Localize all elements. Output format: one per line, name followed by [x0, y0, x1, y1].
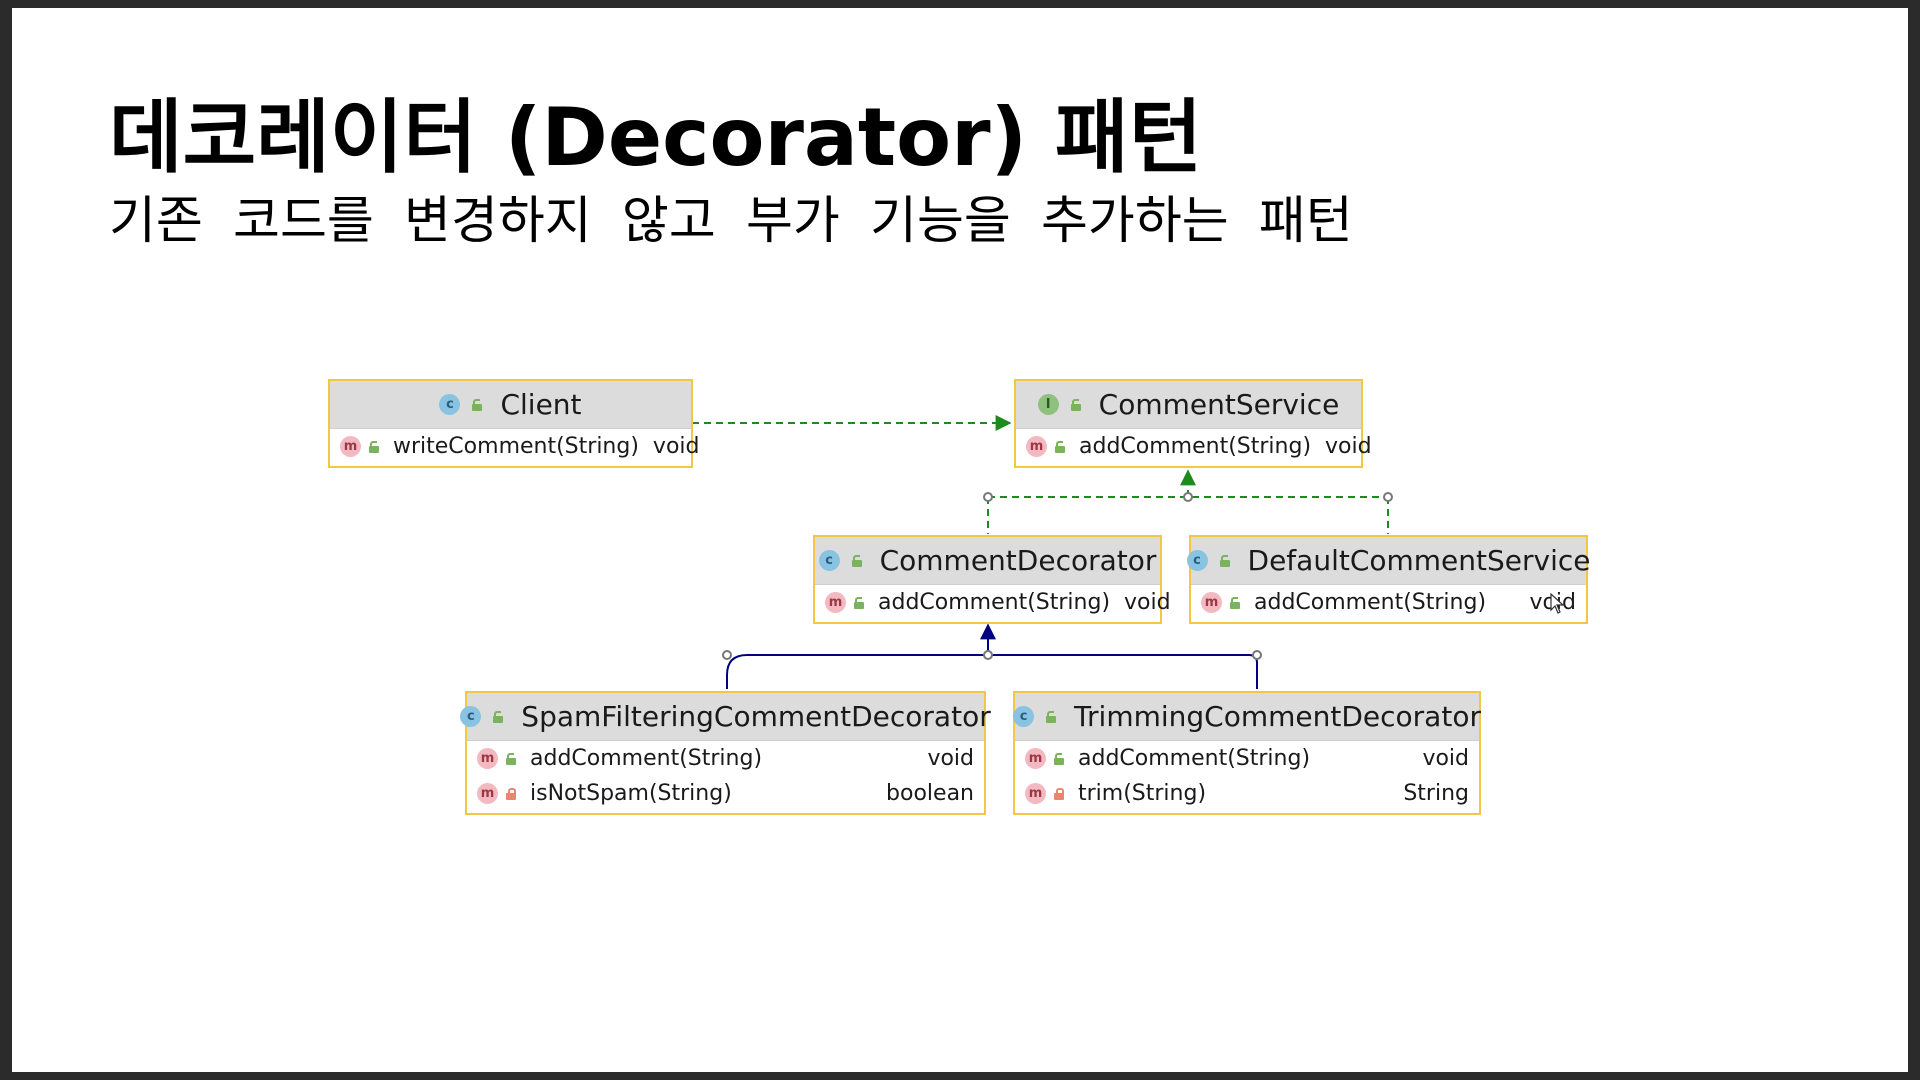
class-name: DefaultCommentService — [1247, 544, 1591, 577]
method-m-icon: m — [1201, 592, 1222, 613]
interface-commentservice: I CommentService m addComment(String) vo… — [1014, 379, 1372, 468]
class-name: SpamFilteringCommentDecorator — [521, 700, 991, 733]
method-row: m writeComment(String) void — [330, 429, 699, 464]
class-name: TrimmingCommentDecorator — [1074, 700, 1481, 733]
method-return-type: void — [1325, 434, 1372, 459]
method-row: m addComment(String) void — [815, 585, 1171, 620]
class-name: Client — [500, 388, 582, 421]
method-row: m trim(String) String — [1015, 776, 1479, 811]
method-row: m isNotSpam(String) boolean — [467, 776, 984, 811]
method-signature: writeComment(String) — [393, 434, 639, 459]
class-client-header: c Client — [330, 381, 691, 429]
method-return-type: void — [1124, 590, 1171, 615]
slide-title: 데코레이터 (Decorator) 패턴 — [109, 91, 1203, 184]
class-spamfiltering-header: c SpamFilteringCommentDecorator — [460, 693, 991, 741]
public-lock-icon — [1046, 710, 1057, 723]
class-c-icon: c — [1186, 550, 1208, 571]
public-lock-icon — [851, 554, 862, 567]
private-lock-icon — [506, 787, 516, 800]
public-lock-icon — [1070, 398, 1081, 411]
method-signature: trim(String) — [1078, 781, 1207, 806]
interface-i-icon: I — [1037, 394, 1059, 415]
public-lock-icon — [1230, 596, 1240, 609]
class-c-icon: c — [818, 550, 840, 571]
method-row: m addComment(String) void — [1015, 741, 1479, 776]
method-row: m addComment(String) void — [467, 741, 984, 776]
method-row: m addComment(String) void — [1016, 429, 1372, 464]
class-defaultcommentservice: c DefaultCommentService m addComment(Str… — [1186, 535, 1591, 624]
class-c-icon: c — [439, 394, 461, 415]
method-return-type: void — [652, 434, 700, 459]
method-return-type: void — [927, 746, 974, 771]
method-m-icon: m — [1025, 783, 1046, 804]
public-lock-icon — [369, 440, 379, 453]
method-signature: addComment(String) — [530, 746, 763, 771]
public-lock-icon — [472, 398, 483, 411]
method-m-icon: m — [340, 436, 361, 457]
class-trimming-header: c TrimmingCommentDecorator — [1013, 693, 1481, 741]
class-c-icon: c — [460, 706, 482, 727]
method-return-type: void — [1422, 746, 1469, 771]
interface-name: CommentService — [1098, 388, 1340, 421]
class-spamfilteringcommentdecorator: c SpamFilteringCommentDecorator m addCom… — [460, 691, 991, 815]
class-commentdecorator-header: c CommentDecorator — [815, 537, 1160, 585]
class-trimmingcommentdecorator: c TrimmingCommentDecorator m addComment(… — [1013, 691, 1481, 815]
realization-connectors — [983, 469, 1393, 534]
mouse-pointer-icon — [1550, 593, 1565, 614]
class-c-icon: c — [1013, 706, 1035, 727]
method-m-icon: m — [1026, 436, 1047, 457]
inheritance-connectors — [722, 623, 1262, 689]
uml-connectors — [692, 415, 1393, 689]
class-commentdecorator: c CommentDecorator m addComment(String) … — [813, 535, 1171, 624]
public-lock-icon — [506, 752, 516, 765]
private-lock-icon — [1054, 787, 1064, 800]
interface-commentservice-header: I CommentService — [1016, 381, 1361, 429]
method-m-icon: m — [477, 748, 498, 769]
method-row: m addComment(String) void — [1191, 585, 1586, 620]
slide-subtitle: 기존 코드를 변경하지 않고 부가 기능을 추가하는 패턴 — [109, 192, 1353, 251]
method-return-type: boolean — [886, 781, 974, 806]
public-lock-icon — [854, 596, 864, 609]
public-lock-icon — [1219, 554, 1230, 567]
method-m-icon: m — [1025, 748, 1046, 769]
method-m-icon: m — [825, 592, 846, 613]
class-name: CommentDecorator — [879, 544, 1157, 577]
method-signature: isNotSpam(String) — [530, 781, 732, 806]
method-return-type: String — [1403, 781, 1469, 806]
method-m-icon: m — [477, 783, 498, 804]
method-signature: addComment(String) — [1079, 434, 1312, 459]
method-signature: addComment(String) — [1254, 590, 1487, 615]
method-signature: addComment(String) — [878, 590, 1111, 615]
class-defaultcommentservice-header: c DefaultCommentService — [1186, 537, 1591, 585]
public-lock-icon — [1054, 752, 1064, 765]
class-client: c Client m writeComment(String) void — [328, 379, 699, 468]
public-lock-icon — [493, 710, 504, 723]
method-signature: addComment(String) — [1078, 746, 1311, 771]
slide: 데코레이터 (Decorator) 패턴 기존 코드를 변경하지 않고 부가 기… — [12, 8, 1908, 1072]
public-lock-icon — [1055, 440, 1065, 453]
